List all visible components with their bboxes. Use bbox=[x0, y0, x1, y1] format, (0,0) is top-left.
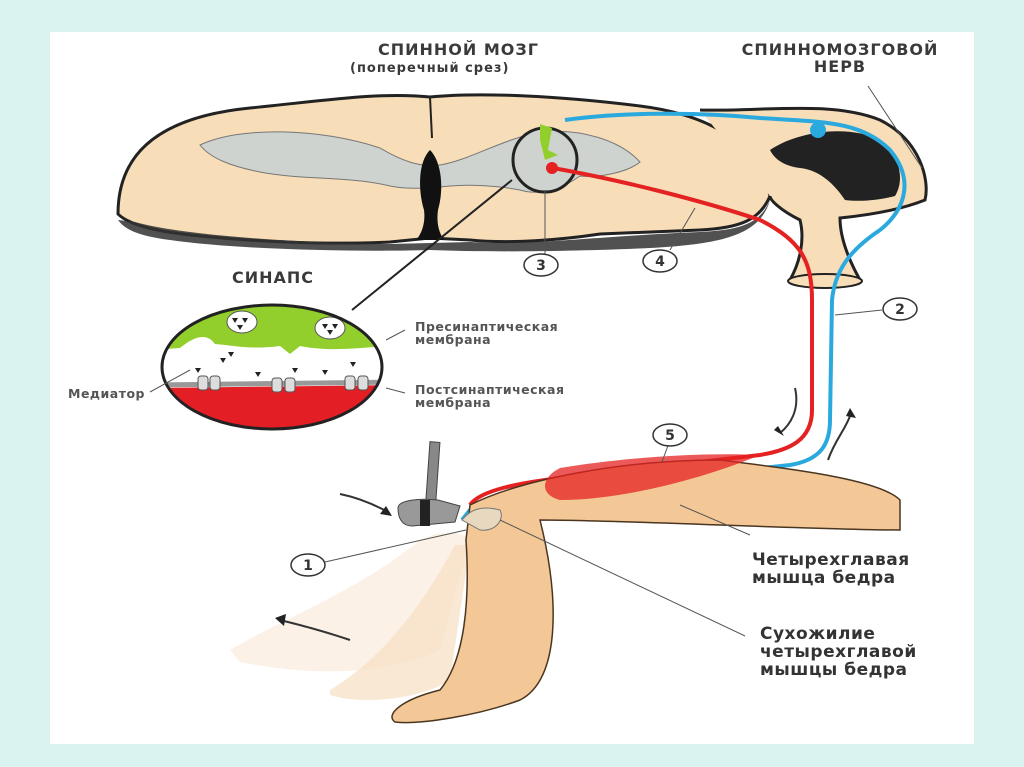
svg-text:4: 4 bbox=[655, 254, 665, 270]
leg-illustration bbox=[230, 454, 901, 724]
presynaptic-membrane-label: Пресинаптическая мембрана bbox=[415, 319, 559, 348]
marker-5: 5 bbox=[652, 423, 688, 447]
spinal-cord-section bbox=[116, 93, 772, 252]
spinal-cord-title: СПИННОЙ МОЗГ bbox=[378, 40, 539, 59]
marker-3: 3 bbox=[523, 253, 559, 277]
sensory-neuron-body bbox=[810, 122, 826, 138]
svg-text:2: 2 bbox=[895, 302, 905, 318]
quadriceps-label: Четырехглавая мышца бедра bbox=[752, 550, 910, 588]
marker-1: 1 bbox=[290, 553, 326, 577]
svg-text:3: 3 bbox=[536, 258, 546, 274]
synapse-detail bbox=[160, 303, 384, 431]
reflex-hammer-icon bbox=[397, 441, 461, 527]
arrow-down-icon bbox=[779, 387, 798, 434]
quadriceps-muscle bbox=[545, 454, 760, 500]
arrow-hammer-icon bbox=[339, 493, 389, 513]
svg-text:1: 1 bbox=[303, 558, 313, 574]
arrow-up-icon bbox=[827, 415, 851, 461]
spinal-nerve-title: СПИННОМОЗГОВОЙ НЕРВ bbox=[741, 40, 939, 76]
svg-text:5: 5 bbox=[665, 428, 675, 444]
synapse-title: СИНАПС bbox=[232, 268, 315, 287]
marker-4: 4 bbox=[642, 249, 678, 273]
postsynaptic-membrane-label: Постсинаптическая мембрана bbox=[415, 382, 565, 411]
mediator-label: Медиатор bbox=[68, 386, 145, 401]
tendon-label: Сухожилие четырехглавой мышцы бедра bbox=[760, 624, 917, 680]
arrow-kick-icon bbox=[279, 619, 351, 641]
spinal-cord-subtitle: (поперечный срез) bbox=[350, 61, 510, 76]
marker-2: 2 bbox=[882, 297, 918, 321]
interneuron-synapse bbox=[540, 124, 558, 160]
